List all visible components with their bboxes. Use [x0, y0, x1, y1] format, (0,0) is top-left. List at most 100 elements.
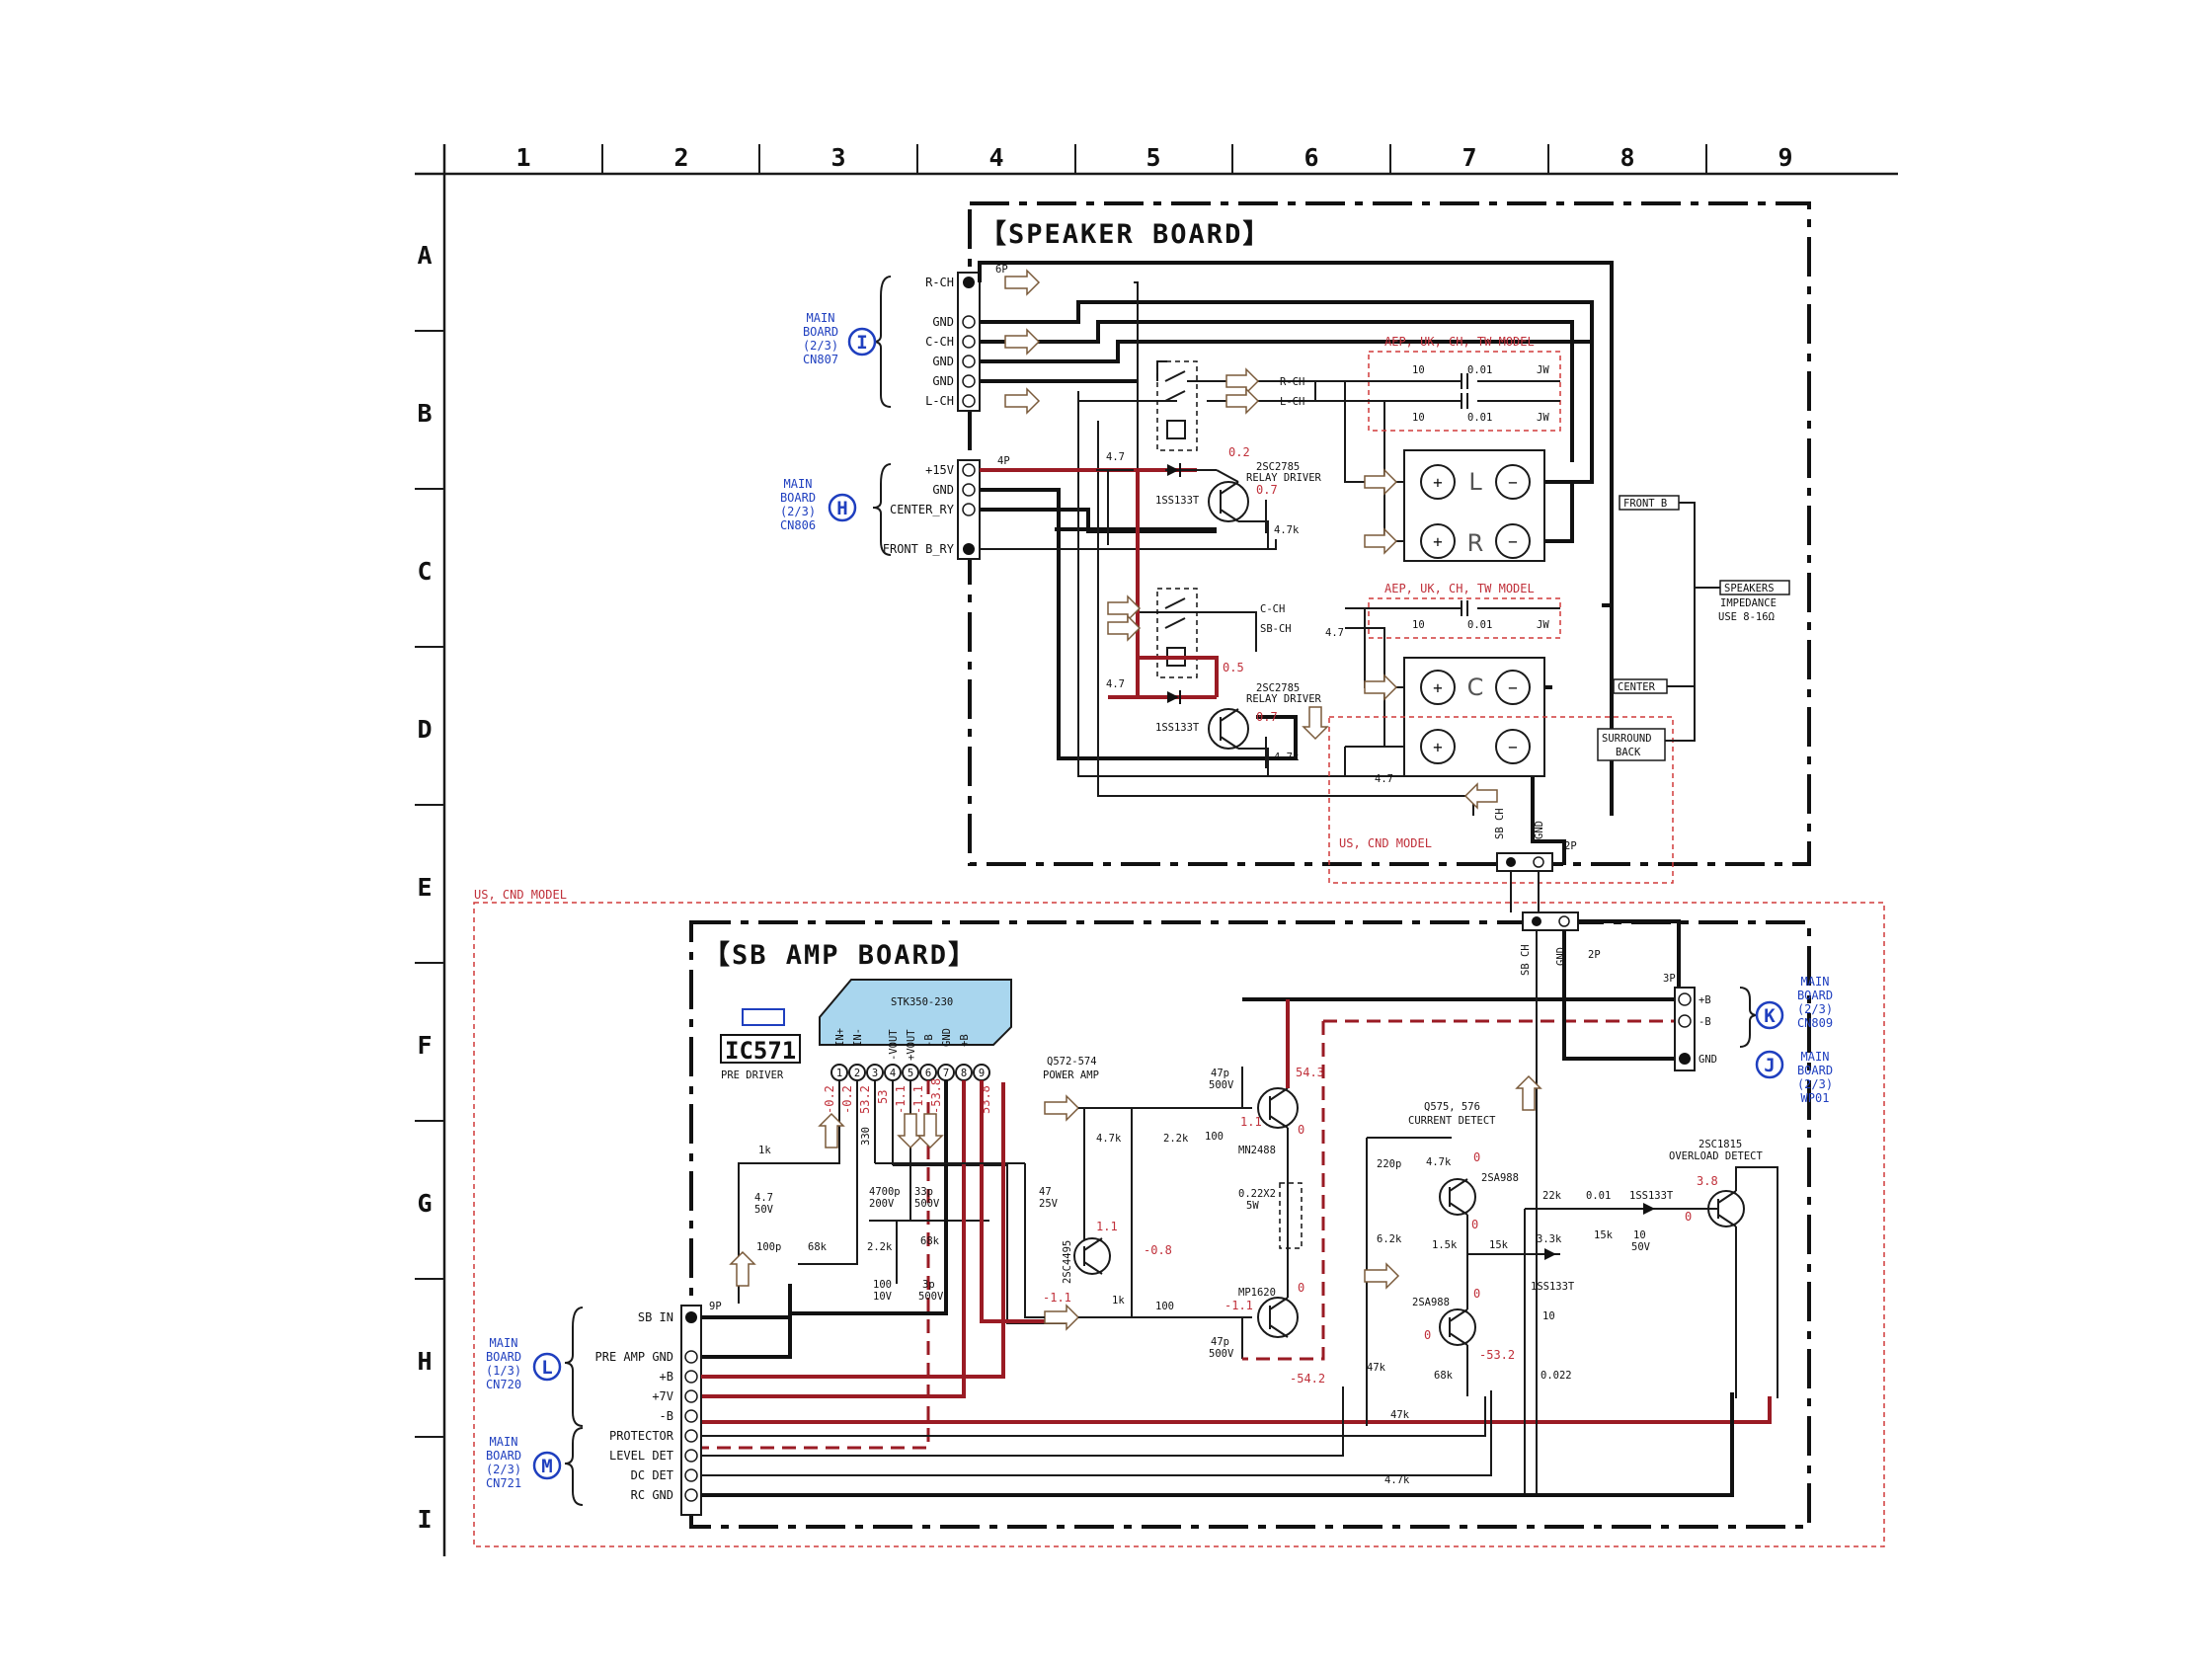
- svg-text:(2/3): (2/3): [1797, 1077, 1833, 1091]
- relay-1-coil: [1166, 420, 1186, 439]
- label-c3p-volt: 500V: [918, 1291, 944, 1303]
- diode-2: [1167, 691, 1179, 703]
- grid-col-2: 2: [673, 143, 688, 172]
- svg-text:JW: JW: [1537, 619, 1549, 631]
- grid-frame: [415, 144, 1898, 1556]
- voltage-m1-1-a: -1.1: [1043, 1291, 1071, 1305]
- svg-text:0.01: 0.01: [1467, 412, 1492, 424]
- label-c100-10v-val: 100: [873, 1279, 892, 1291]
- grid-row-i: I: [417, 1505, 432, 1534]
- svg-text:0.01: 0.01: [1467, 364, 1492, 376]
- svg-text:+: +: [1433, 738, 1443, 756]
- main-ref-j-badge: [1755, 1050, 1784, 1079]
- grid-col-5: 5: [1146, 143, 1160, 172]
- grid-col-6: 6: [1304, 143, 1318, 172]
- sb-amp-board-title: 【SB AMP BOARD】: [703, 940, 977, 971]
- main-ref-m: MAIN BOARD (2/3) CN721 M: [486, 1435, 562, 1490]
- svg-text:(1/3): (1/3): [486, 1364, 521, 1378]
- label-c001: 0.01: [1586, 1190, 1611, 1202]
- label-r62k: 6.2k: [1377, 1233, 1402, 1245]
- q-mp1620: [1257, 1297, 1299, 1338]
- label-r100-b: 100: [1155, 1301, 1174, 1312]
- wire-rc-gnd: [701, 1392, 1734, 1497]
- svg-text:8: 8: [961, 1068, 967, 1079]
- svg-text:1: 1: [836, 1068, 842, 1079]
- label-c47p-a-val: 47p: [1211, 1068, 1229, 1079]
- voltage-0-7-a: 0.7: [1256, 483, 1278, 497]
- speaker-board: 【SPEAKER BOARD】 R-CH GND C-CH GND GND L-…: [780, 201, 1811, 884]
- terminal-sb-minus: [1495, 729, 1531, 764]
- relay-2-contacts: [1164, 597, 1186, 629]
- label-sb-ch-amp: SB CH: [1520, 944, 1532, 976]
- voltage-m0-8: -0.8: [1144, 1243, 1172, 1257]
- pin-dc-det: DC DET: [631, 1468, 673, 1482]
- arrow-power-amp-b: [1044, 1304, 1080, 1331]
- label-mn2488: MN2488: [1238, 1145, 1276, 1156]
- wire-overload-detect: [1525, 1166, 1778, 1398]
- pin-3p-gnd: GND: [1698, 1054, 1717, 1066]
- arrow-vout-a: [897, 1113, 924, 1149]
- label-c33p-val: 33p: [914, 1186, 933, 1198]
- ic571-name: IC571: [725, 1037, 796, 1065]
- terminal-r-minus: [1495, 523, 1531, 559]
- svg-text:CN807: CN807: [803, 353, 838, 366]
- label-impedance: IMPEDANCE: [1720, 597, 1777, 609]
- svg-text:(2/3): (2/3): [486, 1463, 521, 1476]
- grid-row-c: C: [417, 557, 432, 586]
- wire-sb-in: [701, 1284, 792, 1319]
- label-gnd-speaker: GND: [1534, 821, 1545, 839]
- diode-1: [1167, 464, 1179, 476]
- speaker-board-outline: [968, 201, 1811, 866]
- label-r10: 10: [1542, 1310, 1555, 1322]
- terminal-l-minus: [1495, 464, 1531, 500]
- main-ref-i: MAIN BOARD (2/3) CN807 I: [803, 311, 877, 366]
- grid-row-e: E: [417, 873, 432, 902]
- aep-model-note-1: AEP, UK, CH, TW MODEL: [1384, 335, 1535, 349]
- aep-model-box-1: [1368, 351, 1561, 432]
- ic571-name-box: [720, 1034, 801, 1064]
- wire-output-stage: [1217, 1067, 1252, 1359]
- label-c47-25v-val: 47: [1039, 1186, 1052, 1198]
- voltage-0-f: 0: [1473, 1287, 1480, 1301]
- label-res-47-b: 4.7: [1106, 678, 1125, 690]
- label-r47k-e: 4.7k: [1384, 1474, 1410, 1486]
- label-res-47-a: 4.7: [1106, 451, 1125, 463]
- label-front-b: FRONT B: [1623, 498, 1667, 510]
- svg-text:3: 3: [872, 1068, 878, 1079]
- label-q572-func: POWER AMP: [1043, 1069, 1099, 1081]
- aep-model-note-2: AEP, UK, CH, TW MODEL: [1384, 582, 1535, 595]
- sb-amp-board: US, CND MODEL 【SB AMP BOARD】 SB CH GND 2…: [473, 888, 1885, 1547]
- wire-dc-det: [701, 1390, 1492, 1476]
- svg-text:J: J: [1764, 1055, 1775, 1076]
- svg-text:IN+: IN+: [834, 1028, 846, 1047]
- us-model-box-amp: [473, 902, 1885, 1547]
- wire-protector: [701, 1396, 1486, 1437]
- wire-minus-b-red: [1242, 1019, 1679, 1361]
- label-c100p: 100p: [756, 1241, 781, 1253]
- svg-text:+VOUT: +VOUT: [906, 1029, 917, 1061]
- wire-gnd-rail: [1562, 930, 1679, 1061]
- cn806-size: 4P: [997, 455, 1010, 467]
- wire-3p-top: [1578, 919, 1681, 1070]
- label-1ss133t-b: 1SS133T: [1531, 1281, 1575, 1293]
- svg-text:-53.8: -53.8: [929, 1078, 943, 1114]
- svg-text:I: I: [856, 332, 867, 354]
- label-overload-detect: OVERLOAD DETECT: [1669, 1150, 1764, 1162]
- svg-text:7: 7: [943, 1068, 949, 1079]
- svg-text:6: 6: [925, 1068, 931, 1079]
- label-r15k-b: 15k: [1489, 1239, 1509, 1251]
- interboard-wires: [1510, 871, 1540, 912]
- cn807-pin-lch: L-CH: [925, 394, 954, 408]
- grid-row-d: D: [417, 715, 432, 744]
- svg-text:-VOUT: -VOUT: [888, 1029, 900, 1061]
- voltage-0-5: 0.5: [1223, 661, 1244, 674]
- voltage-1-1-a: 1.1: [1240, 1115, 1262, 1129]
- svg-text:BOARD: BOARD: [486, 1350, 521, 1364]
- res-0-22x2: [1279, 1182, 1303, 1249]
- tag-lch: L-CH: [1280, 396, 1304, 408]
- grid-row-g: G: [417, 1189, 432, 1218]
- pin-plus-7v: +7V: [652, 1389, 673, 1403]
- grid-col-4: 4: [988, 143, 1003, 172]
- brace-3p: [1739, 987, 1759, 1048]
- grid-row-b: B: [417, 399, 432, 428]
